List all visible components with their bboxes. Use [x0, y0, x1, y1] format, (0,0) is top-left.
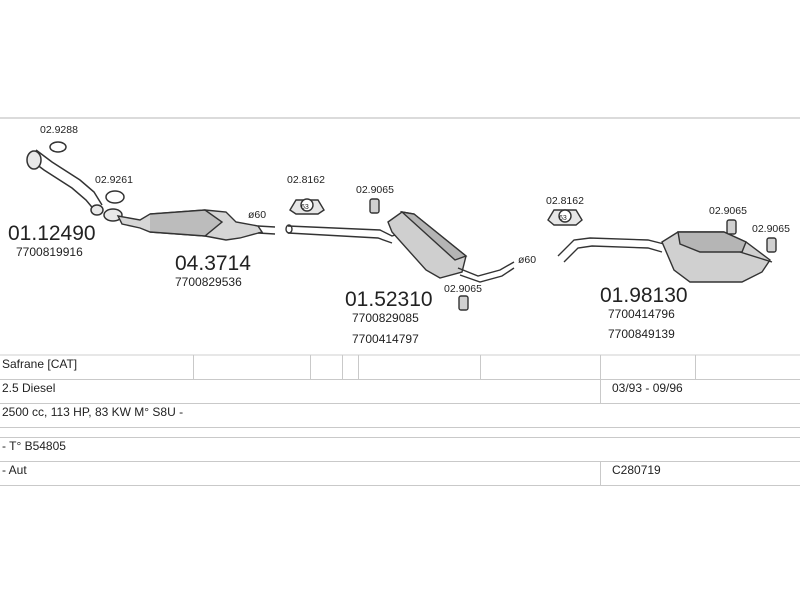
column-divider [193, 355, 194, 379]
model-cell: Safrane [CAT] [2, 357, 78, 371]
diameter-label: ø60 [248, 209, 266, 221]
connecting-pipe-part[interactable] [557, 237, 665, 263]
column-divider [310, 355, 311, 379]
part-label: 02.8162 [287, 174, 325, 186]
part-label: 02.8162 [546, 195, 584, 207]
clamp-size-label: 63 [301, 204, 309, 211]
column-divider [600, 355, 601, 379]
part-label: 02.9261 [95, 174, 133, 186]
part-number-large: 01.12490 [8, 222, 96, 245]
table-row: - T° B54805 [0, 437, 800, 462]
table-row: 2500 cc, 113 HP, 83 KW M° S8U - [0, 403, 800, 428]
column-divider [600, 379, 601, 403]
middle-silencer-part[interactable] [387, 210, 515, 283]
part-number-large: 01.98130 [600, 284, 688, 307]
table-row: - Aut C280719 [0, 461, 800, 486]
oem-number: 7700829085 [352, 311, 419, 325]
part-label: 02.9065 [752, 223, 790, 235]
intermediate-pipe-part[interactable] [285, 224, 399, 244]
rear-silencer-part[interactable] [661, 231, 773, 283]
column-divider [342, 355, 343, 379]
column-divider [480, 355, 481, 379]
oem-number: 7700414797 [352, 332, 419, 346]
clamp-size-label: 63 [559, 215, 567, 222]
oem-number: 7700829536 [175, 275, 242, 289]
part-label: 02.9288 [40, 124, 78, 136]
rubber-mount-icon[interactable] [766, 237, 777, 253]
rubber-mount-icon[interactable] [726, 219, 737, 235]
front-pipe-part[interactable] [26, 149, 104, 216]
flange-gasket-icon[interactable] [103, 190, 125, 222]
spec-cell: 2500 cc, 113 HP, 83 KW M° S8U - [2, 405, 184, 419]
part-label: 02.9065 [444, 283, 482, 295]
type-cell: - T° B54805 [2, 439, 66, 453]
code-cell: C280719 [612, 463, 661, 477]
gearbox-cell: - Aut [2, 463, 27, 477]
oem-number: 7700819916 [16, 245, 83, 259]
column-divider [600, 461, 601, 485]
table-row [0, 427, 800, 438]
part-number-large: 01.52310 [345, 288, 433, 311]
diameter-label: ø60 [518, 254, 536, 266]
part-label: 02.9065 [709, 205, 747, 217]
rubber-mount-icon[interactable] [458, 295, 469, 311]
catalytic-converter-part[interactable] [116, 209, 276, 241]
gasket-icon[interactable] [49, 141, 67, 153]
column-divider [695, 355, 696, 379]
part-number-large: 04.3714 [175, 252, 251, 275]
oem-number: 7700414796 [608, 307, 675, 321]
years-cell: 03/93 - 09/96 [612, 381, 683, 395]
pipe-clamp-icon[interactable] [289, 198, 325, 215]
engine-cell: 2.5 Diesel [2, 381, 56, 395]
table-row: Safrane [CAT] [0, 355, 800, 380]
rubber-mount-icon[interactable] [369, 198, 380, 214]
oem-number: 7700849139 [608, 327, 675, 341]
column-divider [358, 355, 359, 379]
pipe-clamp-icon[interactable] [547, 209, 583, 226]
part-label: 02.9065 [356, 184, 394, 196]
table-row: 2.5 Diesel 03/93 - 09/96 [0, 379, 800, 404]
